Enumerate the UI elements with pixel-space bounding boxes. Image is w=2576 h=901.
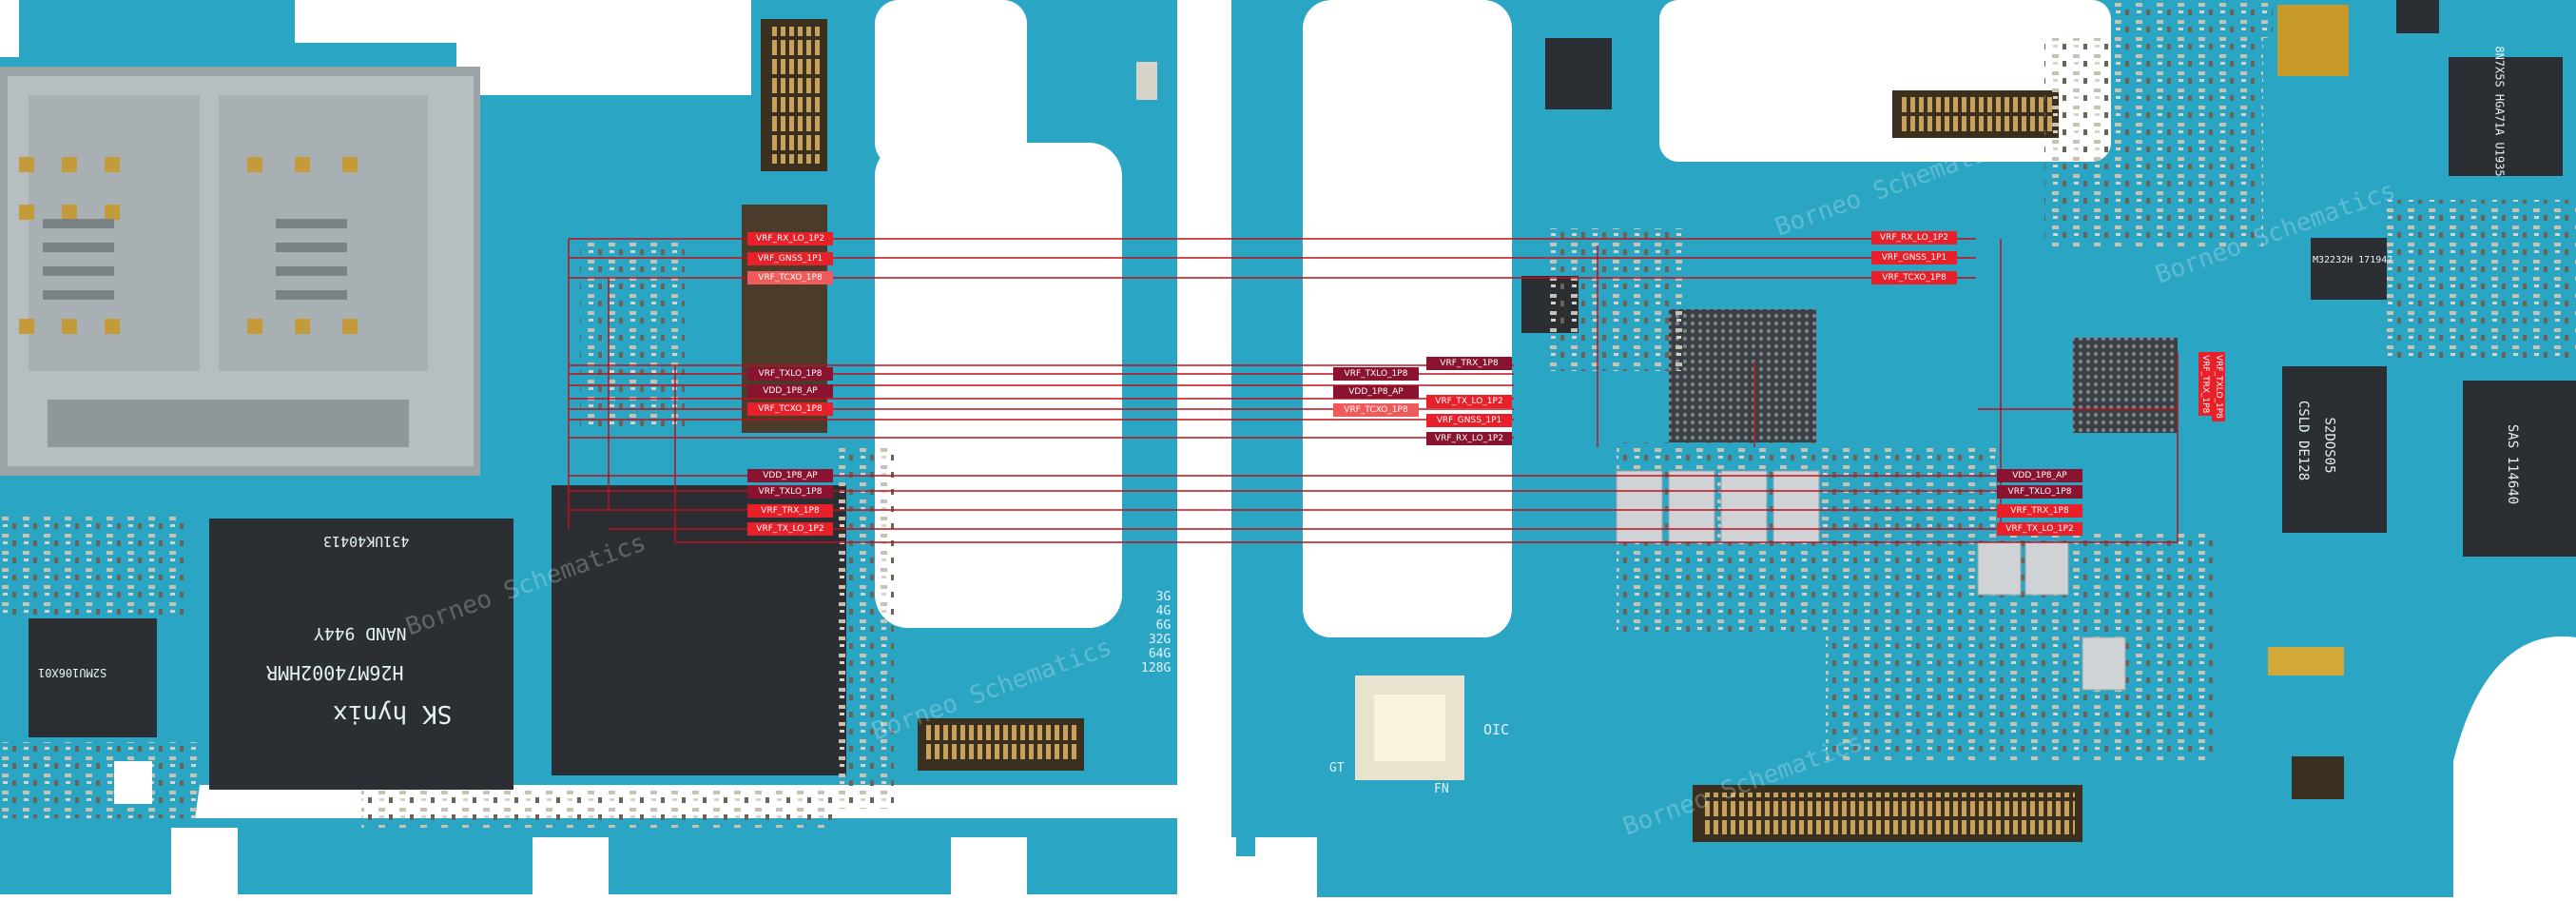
left-label-txlo-2: VRF_TXLO_1P8 — [747, 485, 833, 499]
right-label-tcxo: VRF_TCXO_1P8 — [1871, 271, 1957, 284]
left-label-tcxo: VRF_TCXO_1P8 — [747, 271, 833, 284]
vertical-label-txlo: VRF_TXLO_1P8 — [2212, 352, 2225, 421]
mid-label-gnss: VRF_GNSS_1P1 — [1426, 414, 1512, 427]
right-label-rx-lo: VRF_RX_LO_1P2 — [1871, 231, 1957, 245]
variant-3g: 3G — [1155, 590, 1172, 604]
right-board — [1231, 0, 2576, 897]
right-label-vdd-ap: VDD_1P8_AP — [1997, 469, 2082, 482]
top-chip-marking: 8N7X5S HGA71A U1935 — [2492, 46, 2507, 177]
board-mark-gt: GT — [1329, 761, 1345, 775]
left-label-vdd-ap-2: VDD_1P8_AP — [747, 469, 833, 482]
left-label-trx: VRF_TRX_1P8 — [747, 504, 833, 518]
right-chip-b-marking: CSLD DE128 — [2295, 400, 2312, 481]
mid-label-tcxo: VRF_TCXO_1P8 — [1333, 403, 1419, 417]
right-label-trx: VRF_TRX_1P8 — [1997, 504, 2082, 518]
board-code: 431UK40413 — [323, 533, 410, 550]
right-chip-c-marking: SAS 114640 — [2505, 423, 2521, 505]
left-label-rx-lo: VRF_RX_LO_1P2 — [747, 232, 833, 245]
mid-label-tx-lo: VRF_TX_LO_1P2 — [1426, 395, 1512, 408]
mem-variants: 3G 4G 6G 32G 64G 128G — [1141, 590, 1171, 676]
small-chip-marking: M32232H 171947 — [2313, 255, 2393, 265]
mid-label-rx-lo: VRF_RX_LO_1P2 — [1426, 432, 1512, 445]
right-label-txlo: VRF_TXLO_1P8 — [1997, 485, 2082, 499]
mid-label-trx: VRF_TRX_1P8 — [1426, 357, 1512, 370]
left-label-vdd-ap: VDD_1P8_AP — [747, 384, 833, 398]
variant-64g: 64G — [1148, 647, 1172, 661]
vertical-label-trx: VRF_TRX_1P8 — [2198, 352, 2212, 417]
left-label-txlo: VRF_TXLO_1P8 — [747, 367, 833, 381]
mid-label-txlo: VRF_TXLO_1P8 — [1333, 367, 1419, 381]
variant-32g: 32G — [1148, 633, 1172, 647]
right-label-gnss: VRF_GNSS_1P1 — [1871, 251, 1957, 264]
pmic-marking: S2MU106X01 — [38, 666, 107, 679]
board-mark-oic: OIC — [1483, 721, 1510, 738]
left-label-tcxo-2: VRF_TCXO_1P8 — [747, 402, 833, 416]
nand-brand: SK hynix — [333, 699, 453, 728]
variant-128g: 128G — [1141, 661, 1172, 676]
variant-6g: 6G — [1155, 618, 1172, 633]
right-chip-a-marking: S2DOS05 — [2321, 417, 2337, 474]
mid-label-vdd-ap: VDD_1P8_AP — [1333, 385, 1419, 399]
left-board — [0, 0, 1179, 897]
variant-4g: 4G — [1155, 604, 1172, 618]
left-label-gnss: VRF_GNSS_1P1 — [747, 252, 833, 265]
right-label-tx-lo: VRF_TX_LO_1P2 — [1997, 522, 2082, 536]
nand-part-number: H26M74002HMR — [266, 661, 404, 684]
nand-type: NAND 944Y — [314, 623, 407, 643]
board-mark-fn: FN — [1434, 782, 1449, 796]
left-label-tx-lo: VRF_TX_LO_1P2 — [747, 522, 833, 536]
